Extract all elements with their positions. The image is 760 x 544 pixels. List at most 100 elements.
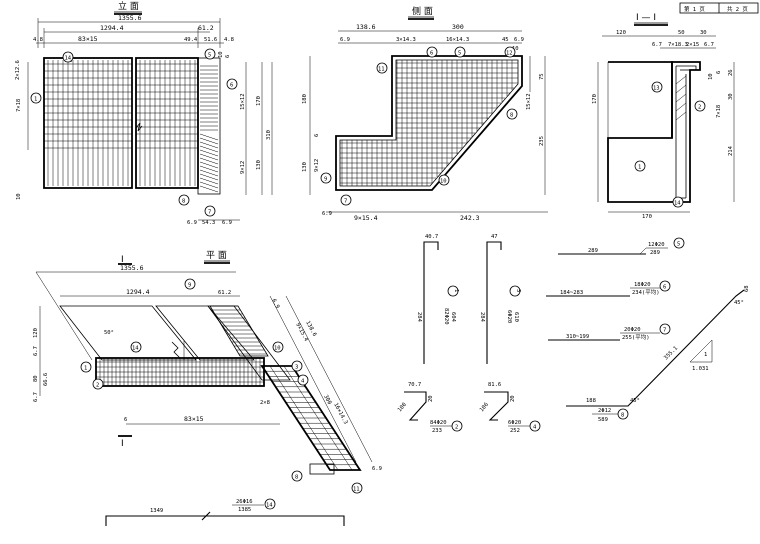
section-dim-170: 170 [592,94,598,104]
bar4-top: 81.6 [488,382,501,388]
plan-mark-4 [297,374,309,386]
elevation-dim-4-8-right: 4.8 [224,37,234,43]
plan-section-mark-bottom: I [121,439,124,449]
svg-text:7: 7 [208,210,211,216]
elevation-stirrup [199,161,219,169]
plan-dim-61: 61.2 [218,290,231,296]
bar6-length: 184~283 [560,290,583,296]
plan-mark-3 [291,360,303,372]
side-mark-12 [504,46,516,58]
plan-dim-6-9-bottom: 6.9 [372,466,382,472]
elevation-stirrup [199,181,219,189]
bar5-total: 289 [650,250,660,256]
svg-text:5: 5 [458,51,461,57]
svg-text:3: 3 [515,289,521,292]
svg-text:6: 6 [430,51,433,57]
elevation-dim-6-top: 6 [225,55,231,58]
svg-text:3: 3 [295,365,298,371]
svg-text:6: 6 [663,285,666,291]
side-mark-9 [320,172,332,184]
section-dim-214: 214 [728,145,734,156]
sheet-total: 共 2 页 [727,5,748,13]
bar4-spec: 6Φ20 [508,420,521,426]
svg-text:7: 7 [344,199,347,205]
svg-text:10: 10 [274,346,281,352]
bar2-diag: 100 [397,402,408,413]
bar7-spec: 20Φ20 [624,327,641,333]
side-dim-6-9-bottom: 6.9 [322,211,332,217]
bar2-total: 233 [432,428,442,434]
side-dim-6-9-a: 6.9 [340,37,350,43]
section-stirrup [675,84,687,94]
bar5-spec: 12Φ20 [648,242,665,248]
bar8-angle-a: 45° [630,398,640,404]
elevation-dim-total: 1355.6 [118,14,142,22]
bar8-mark [617,408,629,420]
bar2-top: 70.7 [408,382,421,388]
elevation-stirrup [199,157,219,165]
elevation-dim-1294: 1294.4 [100,24,124,32]
svg-text:9: 9 [188,283,191,289]
bar4-mark [529,420,541,432]
svg-text:14: 14 [266,503,273,509]
plan-section-mark-top: I [121,255,124,265]
plan-dim-6-9-top: 6.9 [270,298,280,310]
bar6-spec: 18Φ20 [634,282,651,288]
bar2-mark [451,420,463,432]
bar1-total: 604 [450,312,456,323]
plan-dim-6-7-b: 6.7 [33,392,39,402]
elevation-dim-10: 10 [16,193,22,200]
bar8-spec: 2Φ12 [598,408,611,414]
side-dim-3x14: 3×14.3 [396,37,416,43]
elevation-mark-6 [226,78,238,90]
elevation-dim-9x12: 9×12 [240,161,246,174]
plan-dim-1355: 1355.6 [120,264,144,272]
elevation-stirrup [199,149,219,157]
bar3-length: 284 [479,312,485,323]
bar4-side: 20 [510,395,516,402]
svg-text:4: 4 [533,425,537,431]
elevation-mark-14 [62,51,74,63]
elevation-title: 立 面 [118,0,139,12]
elevation-dim-170: 170 [256,96,262,106]
rebar-detail-14: 1349 26Φ16 1385 14 [105,498,345,526]
bar8-total: 589 [598,417,608,423]
bar4-total: 252 [510,428,520,434]
side-dim-9x15: 9×15.4 [354,214,378,222]
bar8-angle-b: 45° [734,300,744,306]
side-mark-5 [454,46,466,58]
elevation-stirrup [199,141,219,149]
plan-strip-bar [283,365,353,471]
bar2-spec: 84Φ20 [430,420,447,426]
side-dim-15x12: 15×12 [526,93,532,110]
elevation-dim-49: 49.4 [184,37,198,43]
elevation-dim-130: 130 [256,160,262,170]
section-dim-50: 50 [678,30,685,36]
svg-text:13: 13 [653,86,660,92]
bar1-length: 284 [416,312,422,323]
section-dim-170-bottom: 170 [642,214,652,220]
bar8-end: 68 [744,285,750,292]
bar1-spec: 82Φ20 [443,308,449,325]
rebar-detail-6: 184~283 18Φ20 234(平均) 6 [546,280,671,297]
plan-dim-6: 6 [124,417,127,423]
plan-dim-1294: 1294.4 [126,288,150,296]
elevation-rebar-grid-right [136,60,198,186]
side-dim-45: 45 [502,37,509,43]
side-mark-11 [376,62,388,74]
bar14-length: 1349 [150,508,163,514]
plan-angle-50: 50° [104,330,114,336]
elevation-dim-51: 51.6 [204,37,217,43]
elevation-stirrup [199,153,219,161]
svg-text:12: 12 [506,51,513,57]
elevation-dim-310: 310 [266,130,272,140]
bar1-mark [447,285,459,297]
side-dim-180: 180 [302,94,308,104]
svg-text:11: 11 [353,487,360,493]
section-dim-6-7-a: 6.7 [652,42,662,48]
elevation-stirrup [199,145,219,153]
svg-text:11: 11 [378,67,385,73]
section-view: I — I 120 50 30 6.7 7×18.3 2×15 6.7 170 … [592,13,735,220]
elevation-view: 立 面 1355.6 1294.4 61.2 4.8 83×15 49.4 51… [15,0,273,226]
bar8-diag: 355.1 [663,345,679,361]
